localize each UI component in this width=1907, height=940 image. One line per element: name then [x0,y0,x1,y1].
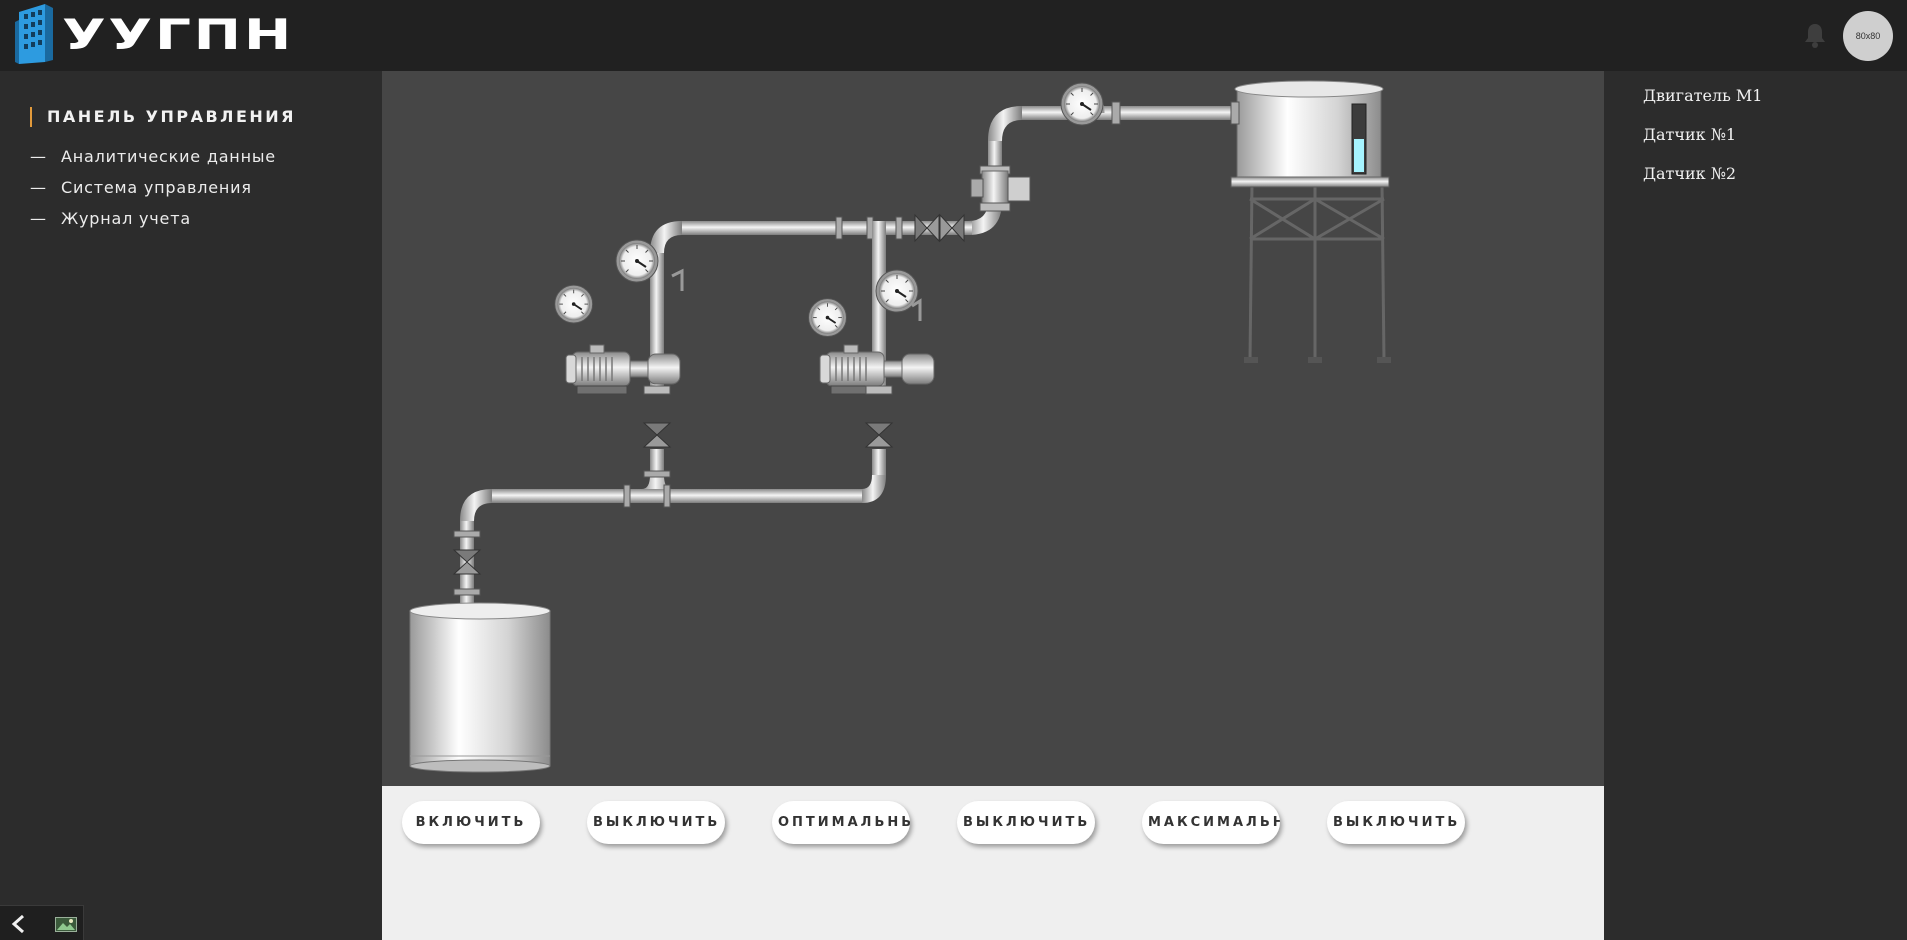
pressure-gauge-top [1060,82,1105,126]
sidebar-item-label: Система управления [61,178,252,197]
sidebar-item-analytics[interactable]: — Аналитические данные [30,147,276,167]
sidebar: ПАНЕЛЬ УПРАВЛЕНИЯ —Аналитические данные … [0,71,382,940]
logo-text: УУГПН [62,10,294,59]
water-tower [1230,80,1391,363]
nav-dash: — [30,178,47,197]
right-panel: Двигатель М1 Датчик №1 Датчик №2 [1604,71,1907,940]
chevron-left-icon[interactable] [10,914,28,934]
bell-icon[interactable] [1804,22,1826,48]
engine-m1-link[interactable]: Двигатель М1 [1643,86,1763,105]
avatar[interactable]: 80x80 [1843,11,1893,61]
optimal-off-button[interactable]: ВЫКЛЮЧИТЬ [957,801,1095,844]
pump-branch-1 [553,239,684,475]
filter-assembly [970,165,1031,212]
maximal-mode-button[interactable]: МАКСИМАЛЬНЫЙ [1142,801,1280,844]
mid-pipeline [650,214,972,301]
maximal-off-button[interactable]: ВЫКЛЮЧИТЬ [1327,801,1465,844]
sensor-2-link[interactable]: Датчик №2 [1643,164,1737,183]
sidebar-item-control-system[interactable]: — Система управления [30,178,252,198]
optimal-mode-button[interactable]: ОПТИМАЛЬНЫЙ [772,801,910,844]
pump1-off-button[interactable]: ВЫКЛЮЧИТЬ [587,801,725,844]
pump-branch-2 [807,269,935,475]
source-tank [409,602,551,773]
nav-dash: — [30,209,47,228]
sidebar-title: ПАНЕЛЬ УПРАВЛЕНИЯ [30,107,296,127]
sidebar-collapse-bar [0,905,84,940]
sensor-1-link[interactable]: Датчик №1 [1643,125,1737,144]
pump-scheme-canvas [382,71,1604,786]
pump-scheme-diagram [409,80,1391,773]
sidebar-item-label: Аналитические данные [61,147,276,166]
pump1-on-button[interactable]: ВКЛЮЧИТЬ [402,801,540,844]
tank-level-fill [1354,139,1364,172]
building-logo-icon [15,4,53,64]
top-header: УУГПН 80x80 [0,0,1907,71]
image-icon [55,917,77,932]
sidebar-item-journal[interactable]: — Журнал учета [30,209,191,229]
sidebar-item-label: Журнал учета [61,209,191,228]
nav-dash: — [30,147,47,166]
bottom-pipeline [453,470,886,611]
control-bar: ВКЛЮЧИТЬ ВЫКЛЮЧИТЬ ОПТИМАЛЬНЫЙ ВЫКЛЮЧИТЬ… [382,786,1604,940]
